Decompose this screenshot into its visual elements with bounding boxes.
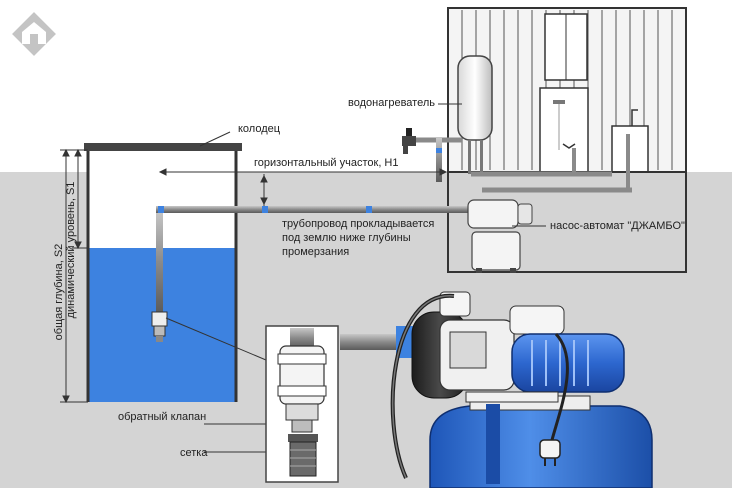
water-heater [457, 55, 632, 193]
small-pump [467, 199, 533, 273]
logo-word-pravilno: правильно [118, 15, 199, 32]
label-dynamic-level: динамический уровень, S1 [65, 182, 77, 319]
label-strainer: сетка [180, 447, 208, 459]
riser-pipe [436, 138, 442, 182]
well-lid [84, 143, 242, 151]
pump-terminal-box [509, 305, 565, 335]
label-total-depth: общая глубина, S2 [53, 244, 65, 341]
shower-tap-icon [562, 143, 576, 149]
strainer-icon [288, 434, 318, 477]
sink-faucet-icon [631, 109, 638, 126]
label-pipeline-line3: промерзания [282, 246, 349, 258]
logo-word-sdelat: Сделать [78, 33, 169, 55]
power-plug-icon [539, 439, 561, 466]
check-valve-detail [265, 325, 339, 483]
pump-outlet [439, 291, 471, 317]
horizontal-pipeline [156, 206, 482, 213]
shower-head-icon [553, 100, 565, 104]
power-cord [550, 332, 569, 441]
label-horizontal-section: горизонтальный участок, H1 [254, 157, 399, 169]
label-water-heater: водонагреватель [348, 97, 435, 109]
label-well: колодец [238, 123, 281, 135]
foot-valve-icon [151, 311, 168, 342]
label-check-valve: обратный клапан [118, 411, 206, 423]
motor-fins [531, 340, 589, 386]
suction-pipe [156, 210, 163, 314]
label-pipeline-line1: трубопровод прокладывается [282, 218, 434, 230]
house-logo-icon [7, 7, 61, 61]
label-pipeline-line2: под землю ниже глубины [282, 232, 411, 244]
dimension-lines [60, 148, 448, 404]
large-pump-illustration [340, 291, 653, 488]
site-logo: Как правильно Сделать [7, 7, 199, 61]
house [402, 7, 687, 273]
logo-word-kak: Как [66, 11, 100, 33]
pump-inlet-pipe [340, 334, 400, 350]
well [84, 143, 242, 402]
shower-cabin [539, 87, 589, 173]
label-pump: насос-автомат "ДЖАМБО" [550, 220, 685, 232]
